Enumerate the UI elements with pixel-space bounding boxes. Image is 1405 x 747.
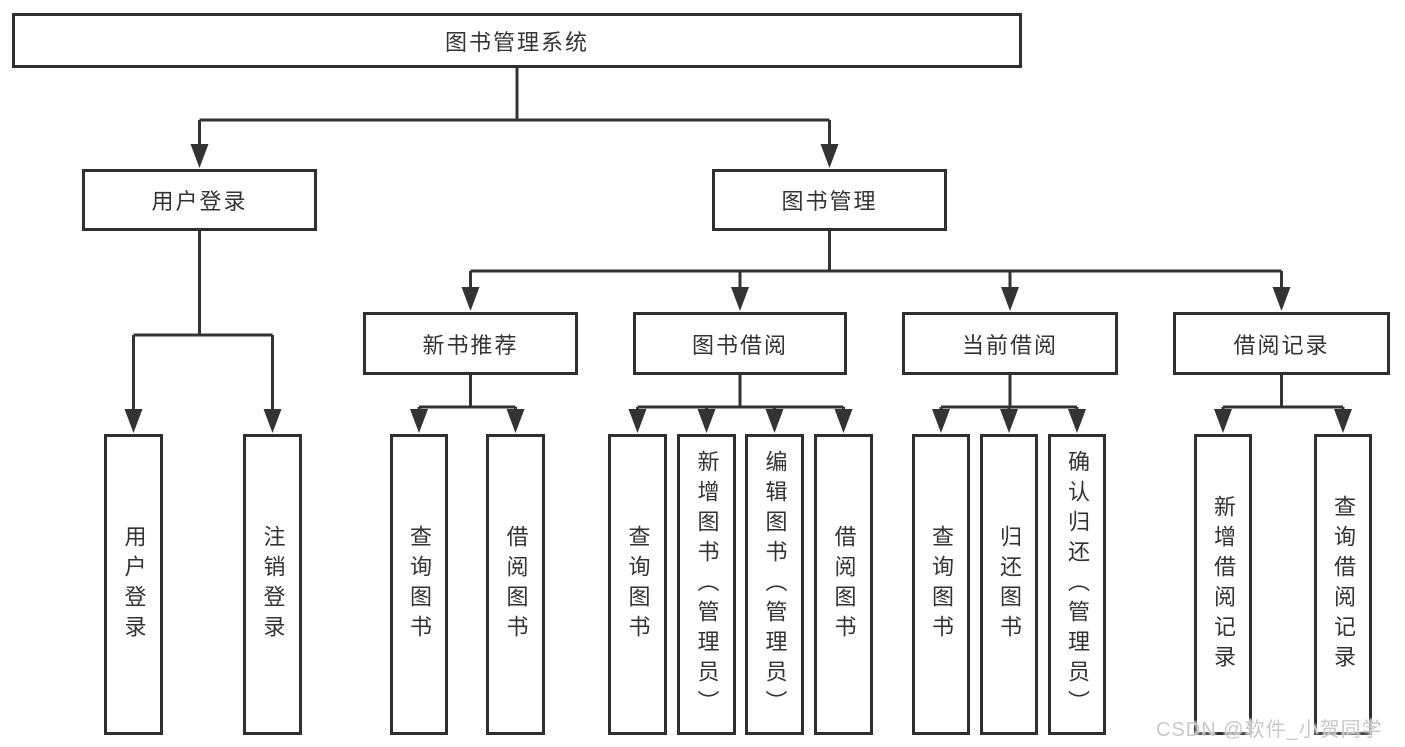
arrowheads-current-borrow-branch <box>932 409 1086 433</box>
node-book-borrow: 图书借阅 <box>633 312 847 375</box>
leaf-user-login-label: 用户登录 <box>121 524 147 645</box>
node-new-book-recommend-label: 新书推荐 <box>422 332 519 358</box>
leaf-borrow-books-label: 借阅图书 <box>831 524 857 645</box>
leaf-borrow-books-recommend-label: 借阅图书 <box>503 524 529 645</box>
leaf-borrow-books: 借阅图书 <box>814 434 873 735</box>
connector-book-borrow-branch <box>636 375 845 410</box>
leaf-query-books-recommend-label: 查询图书 <box>407 524 432 645</box>
node-user-login-label: 用户登录 <box>151 189 248 214</box>
arrowheads-book-management-branch <box>461 287 1291 311</box>
node-borrow-records-label: 借阅记录 <box>1233 332 1330 358</box>
leaf-add-borrow-record-label: 新增借阅记录 <box>1211 494 1236 675</box>
arrowheads-borrow-records-branch <box>1214 409 1352 433</box>
leaf-edit-books-admin: 编辑图书（管理员） <box>745 434 804 735</box>
node-current-borrow-label: 当前借阅 <box>961 332 1058 358</box>
node-book-management-label: 图书管理 <box>781 189 878 214</box>
leaf-query-books-borrow: 查询图书 <box>608 434 667 735</box>
connector-current-borrow-branch <box>939 375 1079 410</box>
node-library-system-label: 图书管理系统 <box>444 29 589 55</box>
leaf-query-borrow-record-label: 查询借阅记录 <box>1331 494 1356 675</box>
leaf-logout-label: 注销登录 <box>260 524 286 645</box>
arrowheads-user-login-branch <box>124 409 282 433</box>
connector-borrow-records-branch <box>1221 375 1345 410</box>
leaf-add-books-admin-label: 新增图书（管理员） <box>694 449 720 720</box>
leaf-confirm-return-admin: 确认归还（管理员） <box>1048 434 1106 735</box>
connector-root-branch <box>198 68 831 145</box>
node-new-book-recommend: 新书推荐 <box>363 312 578 375</box>
node-book-management: 图书管理 <box>712 169 947 231</box>
csdn-watermark: CSDN @软件_小贺同学 <box>1156 719 1383 741</box>
leaf-borrow-books-recommend: 借阅图书 <box>486 434 545 735</box>
arrowheads-book-borrow-branch <box>628 409 853 433</box>
leaf-add-books-admin: 新增图书（管理员） <box>677 434 736 735</box>
leaf-query-books-current: 查询图书 <box>912 434 970 735</box>
leaf-user-login: 用户登录 <box>104 434 163 735</box>
leaf-query-books-recommend: 查询图书 <box>390 434 448 735</box>
leaf-return-books-label: 归还图书 <box>997 524 1022 645</box>
leaf-return-books: 归还图书 <box>980 434 1038 735</box>
leaf-logout: 注销登录 <box>243 434 302 735</box>
connector-new-book-branch <box>417 375 517 410</box>
connector-book-management-branch <box>469 231 1283 288</box>
arrowheads-new-book-branch <box>410 409 525 433</box>
leaf-edit-books-admin-label: 编辑图书（管理员） <box>762 449 788 720</box>
leaf-add-borrow-record: 新增借阅记录 <box>1194 434 1252 735</box>
node-borrow-records: 借阅记录 <box>1173 312 1390 375</box>
node-user-login: 用户登录 <box>82 169 317 231</box>
node-current-borrow: 当前借阅 <box>902 312 1118 375</box>
leaf-query-books-current-label: 查询图书 <box>929 524 954 645</box>
leaf-confirm-return-admin-label: 确认归还（管理员） <box>1065 449 1090 720</box>
connector-user-login-branch <box>132 231 274 410</box>
leaf-query-borrow-record: 查询借阅记录 <box>1314 434 1372 735</box>
arrowheads-root-branch <box>190 144 839 168</box>
node-book-borrow-label: 图书借阅 <box>691 332 788 358</box>
leaf-query-books-borrow-label: 查询图书 <box>625 524 651 645</box>
node-library-system: 图书管理系统 <box>12 13 1022 68</box>
